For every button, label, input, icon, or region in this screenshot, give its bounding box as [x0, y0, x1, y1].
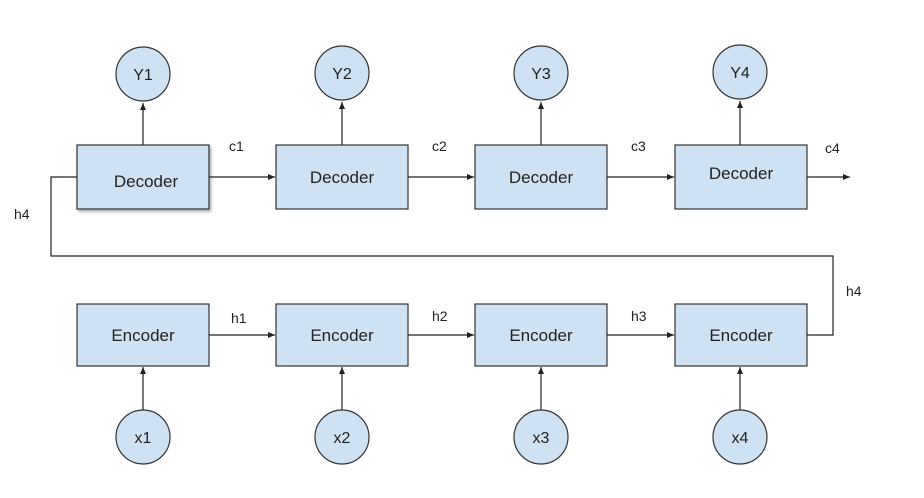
decoder-block-1-label: Decoder	[114, 172, 179, 191]
output-node-y1-label: Y1	[133, 67, 153, 84]
decoder-edges: c1 c2 c3 c4	[209, 138, 850, 180]
output-node-y1	[115, 46, 171, 102]
encoder-block-4-label: Encoder	[709, 326, 773, 345]
decoder-block-2	[275, 144, 409, 210]
encoder-edges: h1 h2 h3	[209, 308, 674, 338]
encoder-block-3-label: Encoder	[509, 326, 573, 345]
edge-label-c3: c3	[631, 138, 646, 154]
edge-label-c1: c1	[229, 138, 244, 154]
output-arrows	[140, 101, 743, 145]
output-node-y4-label: Y4	[730, 65, 750, 82]
input-node-x1-label: x1	[135, 430, 152, 447]
input-node-x2-label: x2	[334, 430, 351, 447]
encoder-block-2-label: Encoder	[310, 326, 374, 345]
input-node-x4-label: x4	[732, 430, 749, 447]
output-node-y3	[513, 45, 569, 101]
decoder-block-3	[474, 144, 608, 210]
encoder-block-1-label: Encoder	[111, 326, 175, 345]
h4-feedback-line	[50, 176, 834, 336]
decoder-block-4-label: Decoder	[709, 164, 774, 183]
encoder-block-4	[674, 303, 808, 367]
hidden-state-connector: h4 h4	[14, 176, 862, 336]
edge-label-h2: h2	[432, 308, 448, 324]
decoder-block-1	[76, 144, 210, 210]
output-node-y2-label: Y2	[332, 66, 352, 83]
edge-label-h3: h3	[631, 308, 647, 324]
decoder-block-4	[674, 144, 808, 210]
decoder-row: Decoder Decoder Decoder Decoder	[76, 144, 808, 210]
input-arrows	[140, 367, 743, 410]
encoder-block-3	[474, 303, 608, 367]
edge-label-c2: c2	[432, 138, 447, 154]
edge-label-h4-right: h4	[846, 283, 862, 299]
input-node-x3-label: x3	[533, 430, 550, 447]
edge-label-h4-left: h4	[14, 206, 30, 222]
output-node-y3-label: Y3	[531, 66, 551, 83]
input-nodes: x1 x2 x3 x4	[115, 409, 768, 465]
output-nodes: Y1 Y2 Y3 Y4	[115, 44, 768, 102]
output-node-y2	[314, 45, 370, 101]
decoder-block-2-label: Decoder	[310, 168, 375, 187]
output-node-y4	[712, 44, 768, 100]
encoder-block-1	[76, 303, 210, 367]
edge-label-c4: c4	[825, 140, 840, 156]
decoder-block-3-label: Decoder	[509, 168, 574, 187]
edge-label-h1: h1	[231, 310, 247, 326]
